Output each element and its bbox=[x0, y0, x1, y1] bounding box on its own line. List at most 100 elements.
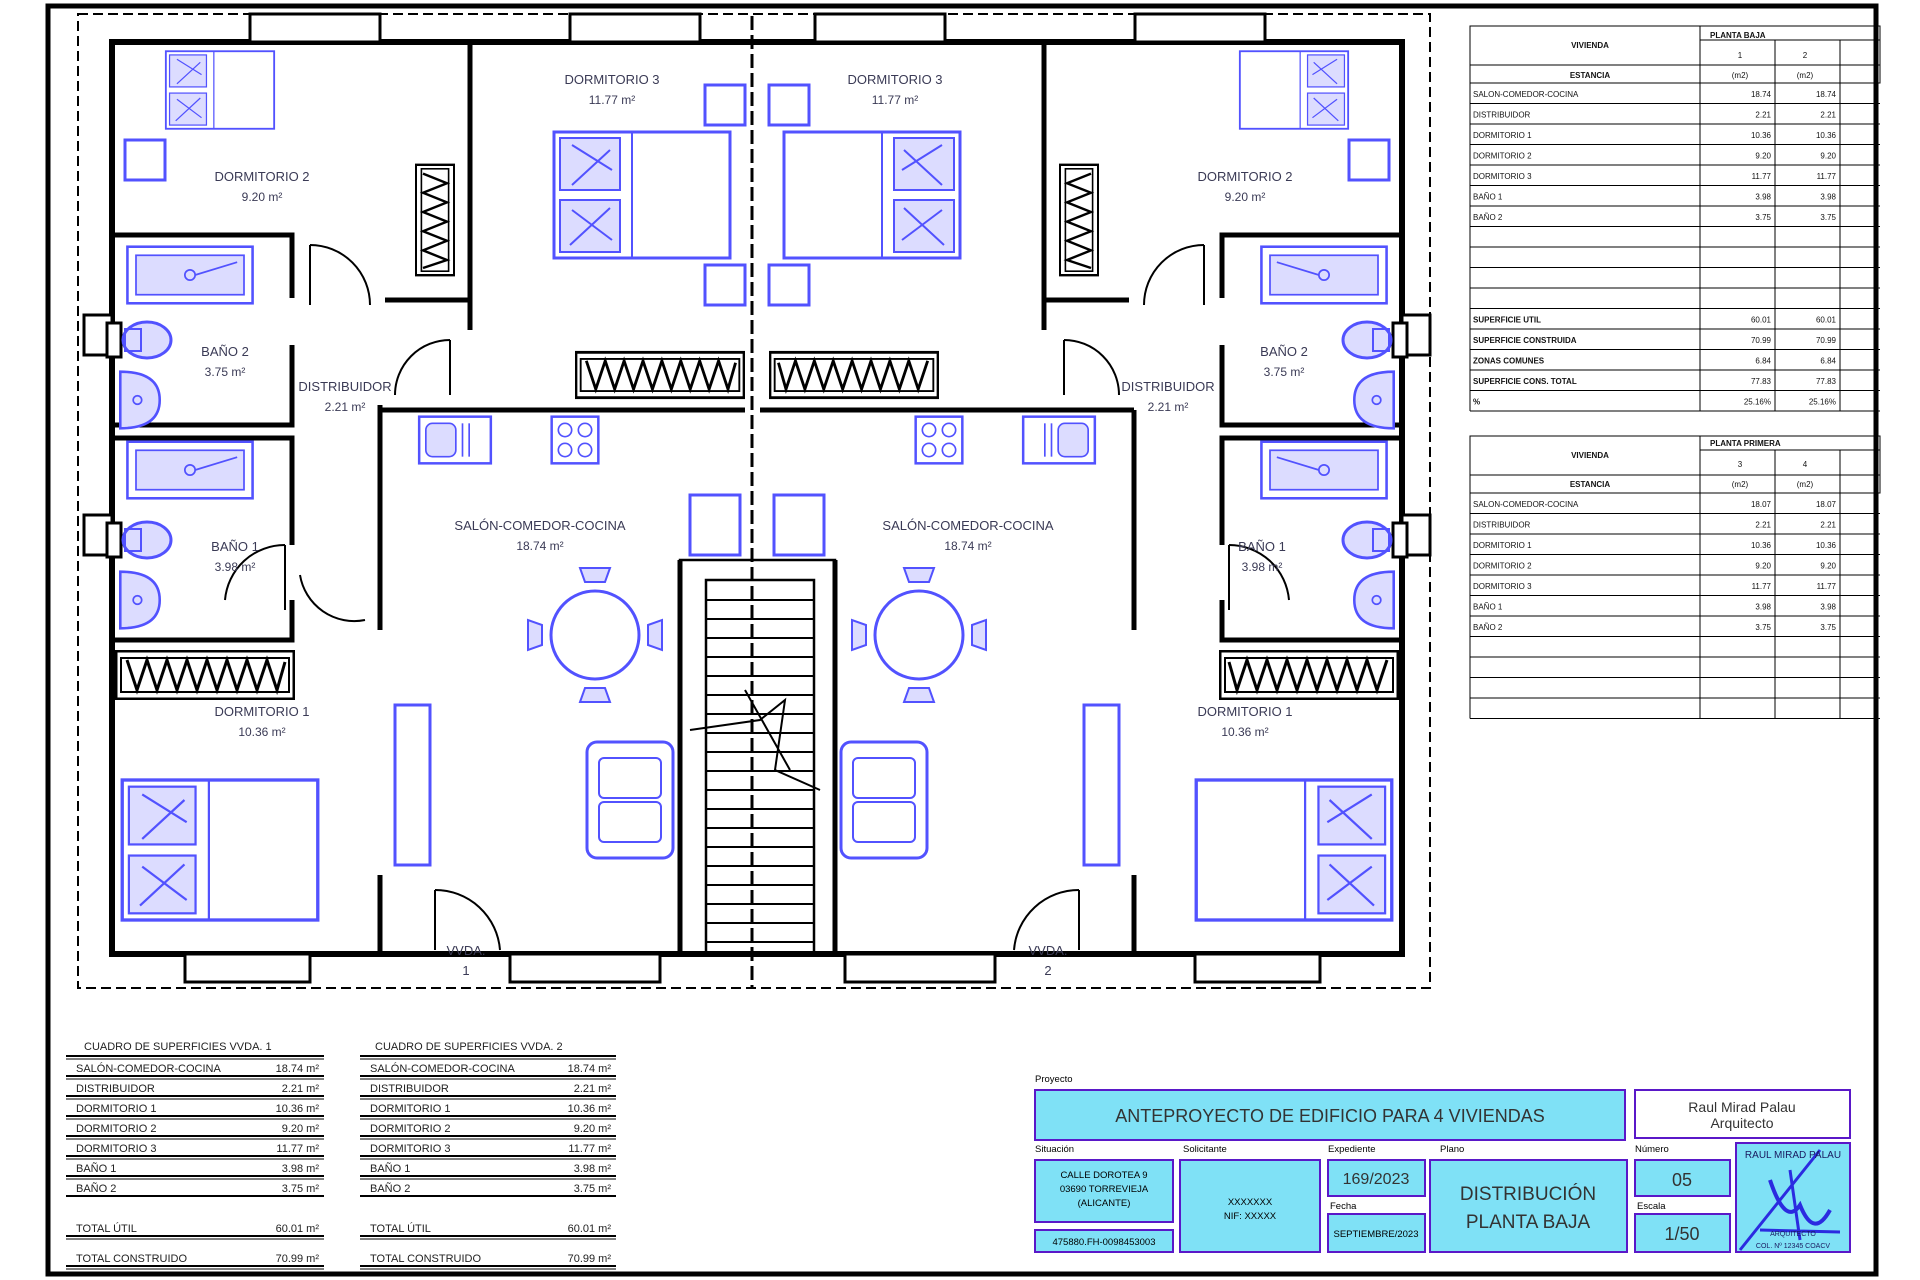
surface-row-name: BAÑO 2 bbox=[370, 1182, 410, 1195]
surface-row-name: DORMITORIO 1 bbox=[76, 1103, 156, 1115]
room-label: SALÓN-COMEDOR-COCINA bbox=[882, 518, 1054, 533]
total-construido-label: TOTAL CONSTRUIDO bbox=[370, 1253, 481, 1265]
surface-table-title: CUADRO DE SUPERFICIES VVDA. 2 bbox=[375, 1041, 563, 1053]
surface-row-name: BAÑO 1 bbox=[370, 1162, 410, 1175]
unit-number: 2 bbox=[1044, 963, 1051, 978]
room-label: DORMITORIO 2 bbox=[214, 169, 309, 184]
room-area: 11.77 m² bbox=[589, 93, 635, 107]
surface-table-vvda2: CUADRO DE SUPERFICIES VVDA. 2 SALÓN-COME… bbox=[360, 1041, 616, 1270]
room-area: 9.20 m² bbox=[1225, 190, 1266, 204]
table-cell-value: 3.98 bbox=[1755, 193, 1771, 202]
plano-label: Plano bbox=[1440, 1144, 1464, 1155]
surface-row-value: 11.77 m² bbox=[276, 1143, 319, 1155]
escala-label: Escala bbox=[1637, 1201, 1666, 1212]
surface-row-value: 10.36 m² bbox=[568, 1103, 612, 1115]
unit-label: (m2) bbox=[1732, 480, 1749, 489]
table-row-name: DISTRIBUIDOR bbox=[1473, 521, 1531, 530]
surface-row-value: 2.21 m² bbox=[574, 1083, 612, 1095]
room-label: DORMITORIO 3 bbox=[847, 72, 942, 87]
expediente-label: Expediente bbox=[1328, 1144, 1376, 1155]
stamp-role: ARQUITECTO bbox=[1770, 1231, 1816, 1238]
room-area: 2.21 m² bbox=[1148, 400, 1189, 414]
room-label: BAÑO 1 bbox=[1238, 539, 1286, 554]
table-row-name: DORMITORIO 2 bbox=[1473, 562, 1532, 571]
table-cell-value: 2.21 bbox=[1755, 521, 1771, 530]
table-cell-value: 9.20 bbox=[1820, 562, 1836, 571]
table-row-name: DORMITORIO 3 bbox=[1473, 172, 1532, 181]
unit-number: 3 bbox=[1738, 460, 1743, 469]
surface-row-name: DORMITORIO 2 bbox=[370, 1123, 450, 1135]
surface-row-name: DORMITORIO 3 bbox=[370, 1143, 450, 1155]
table-cell-value: 9.20 bbox=[1755, 152, 1771, 161]
table-head: PLANTA PRIMERA bbox=[1710, 439, 1781, 448]
surface-row-name: BAÑO 1 bbox=[76, 1162, 116, 1175]
solicitante-line: XXXXXXX bbox=[1228, 1197, 1273, 1208]
table-row-name: BAÑO 2 bbox=[1473, 213, 1503, 222]
total-util-label: TOTAL ÚTIL bbox=[370, 1222, 431, 1235]
table-row-name: DISTRIBUIDOR bbox=[1473, 111, 1531, 120]
surface-row-name: DORMITORIO 2 bbox=[76, 1123, 156, 1135]
sink-left bbox=[417, 415, 493, 465]
shower-bano1-left bbox=[126, 440, 254, 500]
table-cell-value: 3.75 bbox=[1755, 213, 1771, 222]
numero-value: 05 bbox=[1672, 1170, 1692, 1190]
table-summary-value: 6.84 bbox=[1820, 357, 1836, 366]
situacion-line: CALLE DOROTEA 9 bbox=[1060, 1170, 1147, 1181]
table-cell-value: 18.74 bbox=[1816, 90, 1837, 99]
table-row-name: BAÑO 1 bbox=[1473, 603, 1503, 612]
table-cell-value: 11.77 bbox=[1752, 172, 1772, 181]
room-area: 11.77 m² bbox=[872, 93, 918, 107]
table-row-name: SALON-COMEDOR-COCINA bbox=[1473, 90, 1579, 99]
stamp-col: COL. Nº 12345 COACV bbox=[1756, 1243, 1830, 1250]
unit-label: VVDA. bbox=[1028, 943, 1067, 958]
table-summary-value: 77.83 bbox=[1751, 377, 1772, 386]
table-cell-value: 3.98 bbox=[1820, 603, 1836, 612]
surface-row-name: BAÑO 2 bbox=[76, 1182, 116, 1195]
unit-number: 1 bbox=[462, 963, 469, 978]
numero-label: Número bbox=[1635, 1144, 1669, 1155]
room-area: 2.21 m² bbox=[325, 400, 366, 414]
table-head: ESTANCIA bbox=[1570, 71, 1611, 80]
surface-table-title: CUADRO DE SUPERFICIES VVDA. 1 bbox=[84, 1041, 272, 1053]
surface-row-value: 10.36 m² bbox=[276, 1103, 320, 1115]
unit-number: 4 bbox=[1803, 460, 1808, 469]
total-construido-value: 70.99 m² bbox=[568, 1253, 612, 1265]
table-summary-value: 25.16% bbox=[1809, 398, 1836, 407]
bed-dormitorio1-left bbox=[120, 778, 320, 922]
table-row-name: DORMITORIO 2 bbox=[1473, 152, 1532, 161]
surface-row-name: DORMITORIO 1 bbox=[370, 1103, 450, 1115]
solicitante-label: Solicitante bbox=[1183, 1144, 1227, 1155]
surface-row-name: SALÓN-COMEDOR-COCINA bbox=[76, 1062, 222, 1075]
sofa-left bbox=[585, 740, 675, 860]
surface-row-value: 11.77 m² bbox=[568, 1143, 611, 1155]
table-summary-name: SUPERFICIE CONS. TOTAL bbox=[1473, 377, 1577, 386]
table-cell-value: 9.20 bbox=[1820, 152, 1836, 161]
basin-bano1-left bbox=[118, 570, 162, 630]
table-summary-value: 60.01 bbox=[1816, 316, 1837, 325]
surface-row-value: 18.74 m² bbox=[276, 1063, 320, 1075]
unit-label: VVDA. bbox=[446, 943, 485, 958]
table-cell-value: 3.98 bbox=[1820, 193, 1836, 202]
table-row-name: DORMITORIO 1 bbox=[1473, 541, 1532, 550]
room-label: DORMITORIO 3 bbox=[564, 72, 659, 87]
room-area: 3.98 m² bbox=[1242, 560, 1283, 574]
surface-row-value: 9.20 m² bbox=[574, 1123, 612, 1135]
surface-table-vvda1: CUADRO DE SUPERFICIES VVDA. 1 SALÓN-COME… bbox=[66, 1041, 324, 1270]
surface-row-name: DISTRIBUIDOR bbox=[370, 1083, 449, 1095]
wardrobe-left-bottom bbox=[115, 650, 295, 700]
table-row-name: BAÑO 2 bbox=[1473, 623, 1503, 632]
basin-bano2-left bbox=[118, 370, 162, 430]
total-util-value: 60.01 m² bbox=[568, 1223, 612, 1235]
unit-number: 1 bbox=[1738, 51, 1743, 60]
surface-row-value: 3.98 m² bbox=[282, 1163, 320, 1175]
room-area: 10.36 m² bbox=[1221, 725, 1268, 739]
table-cell-value: 9.20 bbox=[1755, 562, 1771, 571]
table-summary-value: 77.83 bbox=[1816, 377, 1837, 386]
surface-row-name: DISTRIBUIDOR bbox=[76, 1083, 155, 1095]
table-cell-value: 2.21 bbox=[1755, 111, 1771, 120]
table-cell-value: 11.77 bbox=[1752, 582, 1772, 591]
surface-row-name: DORMITORIO 3 bbox=[76, 1143, 156, 1155]
table-cell-value: 3.98 bbox=[1755, 603, 1771, 612]
table-summary-name: % bbox=[1473, 398, 1480, 407]
room-area: 3.75 m² bbox=[1264, 365, 1305, 379]
